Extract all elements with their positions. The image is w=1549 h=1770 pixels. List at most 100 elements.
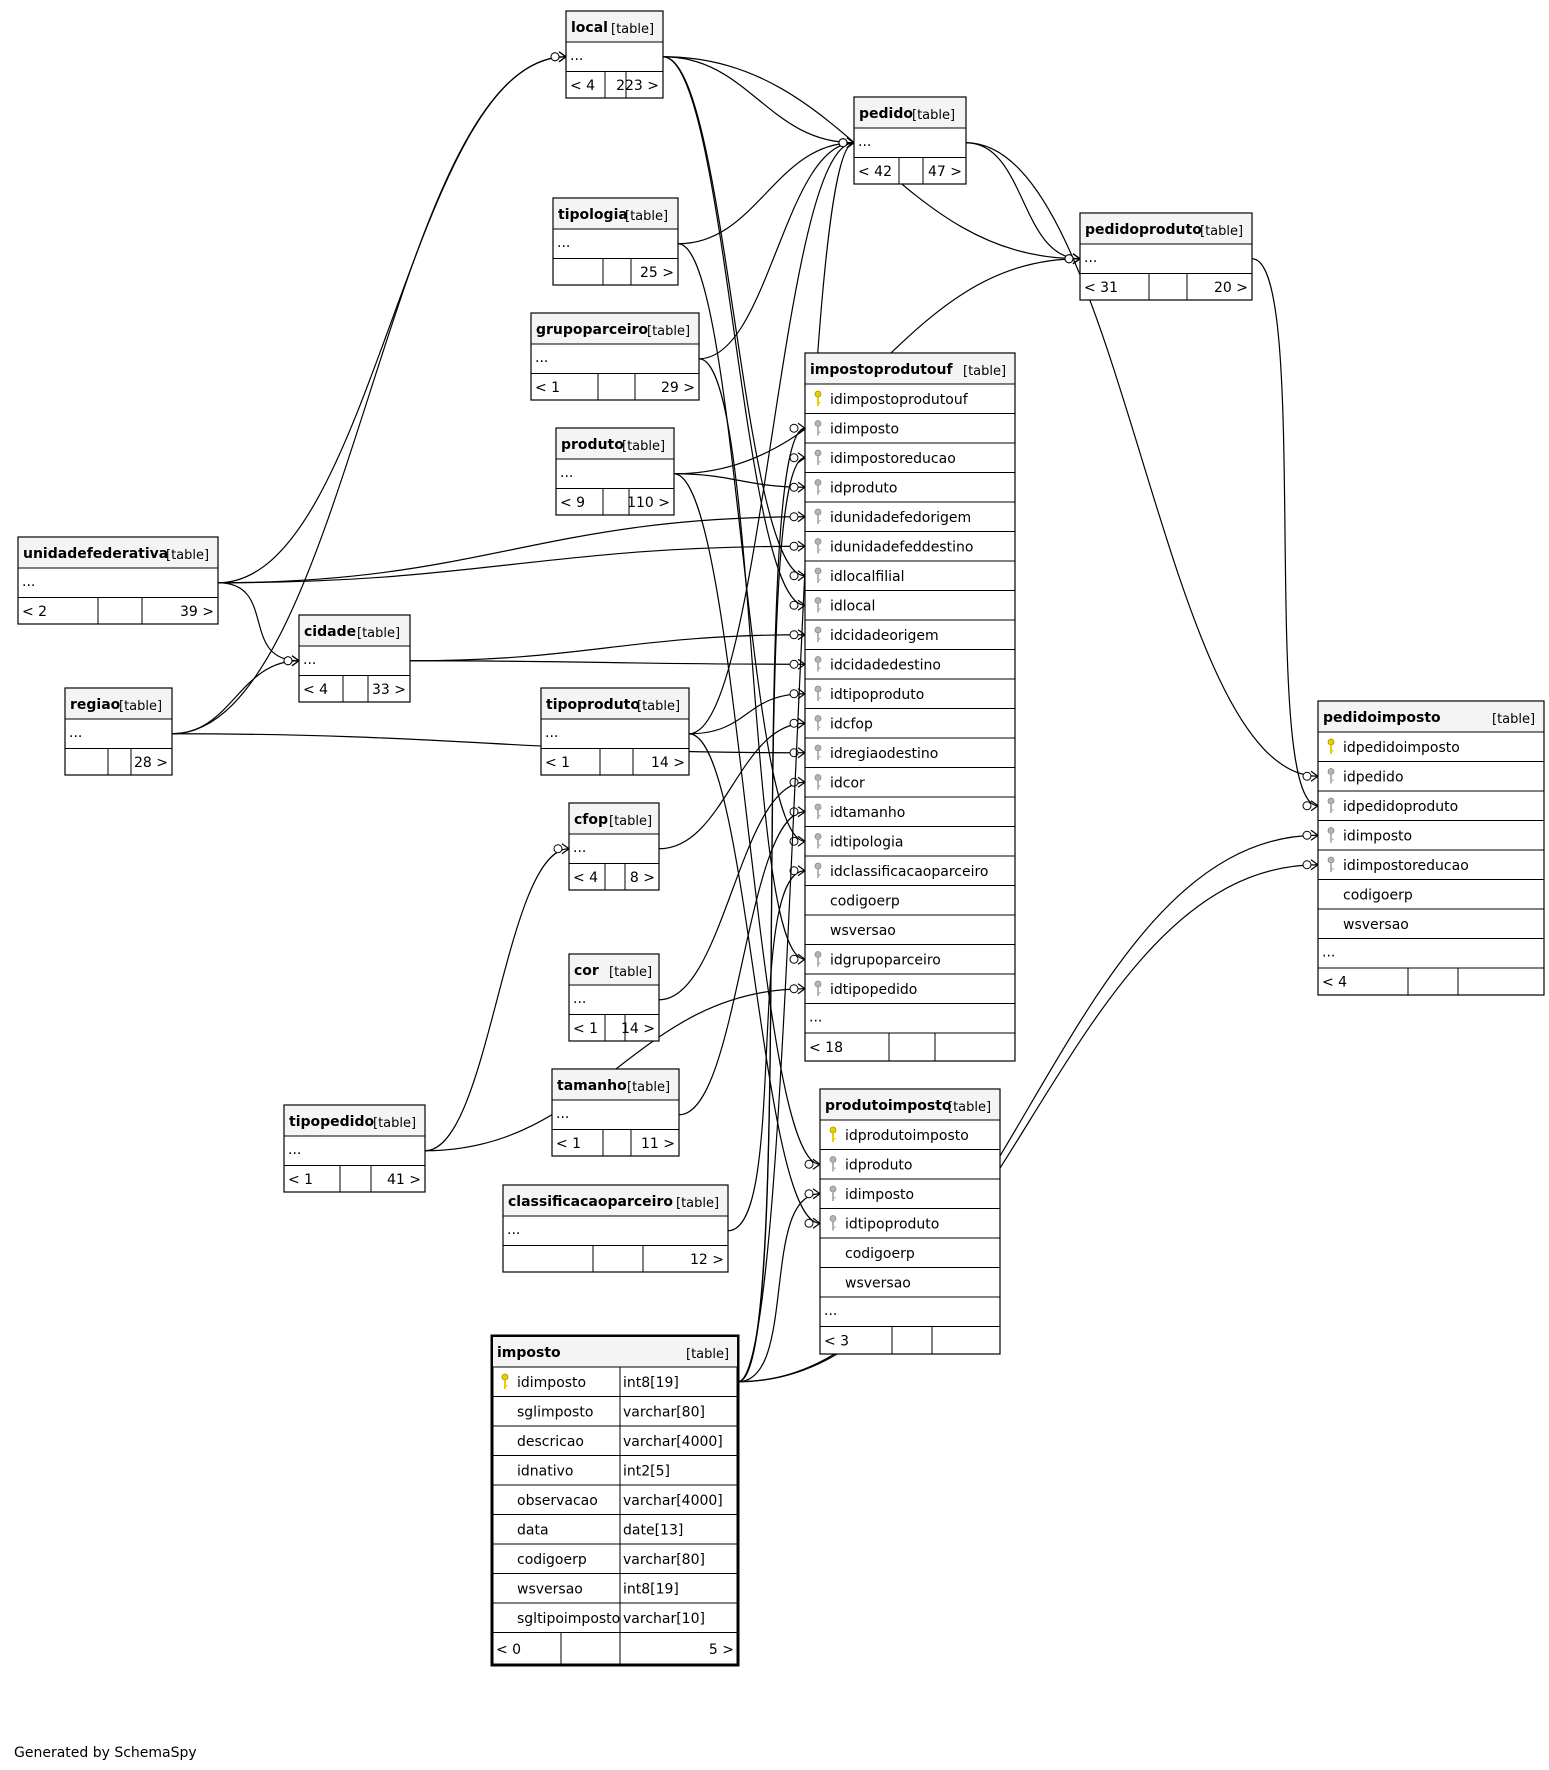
column-name: sgltipoimposto [517,1611,620,1627]
optional-marker [550,52,560,62]
table-tag: [table] [948,1100,991,1115]
column-name: wsversao [845,1276,911,1292]
more-columns: ... [545,725,558,741]
more-columns: ... [535,350,548,366]
column-name: wsversao [517,1582,583,1598]
column-name: codigoerp [517,1552,587,1568]
optional-marker [804,1218,814,1228]
children-count[interactable]: 12 > [690,1252,724,1268]
table-name: tipopedido [289,1114,374,1130]
parents-count[interactable]: < 4 [1322,975,1347,991]
optional-marker [804,1159,814,1169]
table-classificacaoparceiro[interactable]: classificacaoparceiro[table]...12 > [502,1184,729,1273]
parents-count[interactable]: < 18 [809,1040,843,1056]
relationship-lines [171,51,1320,1383]
table-tag: [table] [1200,224,1243,239]
foreign-key-icon [1327,797,1335,813]
column-name: idimposto [830,422,899,438]
table-tag: [table] [963,364,1006,379]
column-name: idnativo [517,1464,573,1480]
parents-count[interactable]: < 3 [824,1333,849,1349]
parents-count[interactable]: < 1 [545,755,570,771]
children-count[interactable]: 28 > [134,755,168,771]
table-pedidoimposto[interactable]: pedidoimposto[table]idpedidoimpostoidped… [1317,700,1545,996]
parents-count[interactable]: < 0 [496,1642,521,1658]
children-count[interactable]: 8 > [630,870,655,886]
optional-marker [789,600,799,610]
column-name: descricao [517,1434,584,1450]
foreign-key-icon [829,1156,837,1172]
children-count[interactable]: 39 > [180,604,214,620]
column-type: int2[5] [623,1464,670,1480]
column-name: idimpostoprodutouf [830,392,969,408]
foreign-key-icon [814,744,822,760]
parents-count[interactable]: < 2 [22,604,47,620]
parents-count[interactable]: < 1 [535,380,560,396]
children-count[interactable]: 25 > [640,265,674,281]
foreign-key-icon [814,538,822,554]
optional-marker [553,844,563,854]
children-count[interactable]: 223 > [616,78,659,94]
children-count[interactable]: 47 > [928,164,962,180]
parents-count[interactable]: < 4 [303,682,328,698]
children-count[interactable]: 11 > [641,1136,675,1152]
column-type: int8[19] [623,1375,679,1391]
column-name: codigoerp [830,894,900,910]
parents-count[interactable]: < 1 [556,1136,581,1152]
table-produtoimposto[interactable]: produtoimposto[table]idprodutoimpostoidp… [819,1088,1001,1355]
optional-marker [789,512,799,522]
table-name: pedidoproduto [1085,222,1202,238]
table-tag: [table] [676,1196,719,1211]
table-name: pedidoimposto [1323,710,1441,726]
relationship-grupoparceiro-impostoprodutouf [698,358,806,960]
children-count[interactable]: 20 > [1214,280,1248,296]
parents-count[interactable]: < 42 [858,164,892,180]
parents-count[interactable]: < 1 [288,1172,313,1188]
parents-count[interactable]: < 31 [1084,280,1118,296]
foreign-key-icon [814,803,822,819]
foreign-key-icon [1327,768,1335,784]
column-name: idimpostoreducao [1343,858,1469,874]
table-tipologia[interactable]: tipologia[table]...25 > [552,197,679,286]
parents-count[interactable]: < 1 [573,1021,598,1037]
children-count[interactable]: 5 > [709,1642,734,1658]
optional-marker [789,866,799,876]
children-count[interactable]: 29 > [661,380,695,396]
foreign-key-icon [1327,827,1335,843]
relationship-regiao-cidade [171,660,300,735]
parents-count[interactable]: < 9 [560,495,585,511]
foreign-key-icon [814,951,822,967]
column-name: idimposto [517,1375,586,1391]
children-count[interactable]: 14 > [651,755,685,771]
children-count[interactable]: 33 > [372,682,406,698]
column-name: idtipoproduto [830,687,924,703]
parents-count[interactable]: < 4 [570,78,595,94]
relationship-cidade-impostoprodutouf [409,660,806,665]
table-tag: [table] [373,1116,416,1131]
column-name: idtipopedido [830,982,917,998]
column-name: idcidadeorigem [830,628,939,644]
children-count[interactable]: 41 > [387,1172,421,1188]
relationship-tipologia-pedido [677,142,855,245]
children-count[interactable]: 110 > [627,495,670,511]
table-impostoprodutouf[interactable]: impostoprodutouf[table]idimpostoprodutou… [804,352,1016,1062]
table-name: cor [574,963,599,979]
more-columns: ... [507,1222,520,1238]
parents-count[interactable]: < 4 [573,870,598,886]
children-count[interactable]: 14 > [621,1021,655,1037]
column-name: idpedidoproduto [1343,799,1458,815]
table-regiao[interactable]: regiao[table]...28 > [64,687,173,776]
